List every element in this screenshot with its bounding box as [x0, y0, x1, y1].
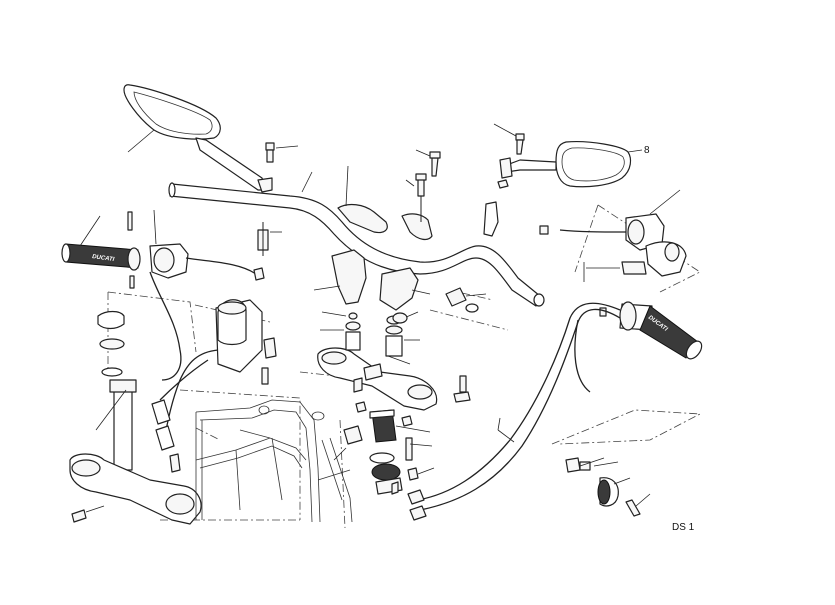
right-mirror: 8	[499, 141, 650, 188]
ignition-lock	[151, 299, 277, 473]
throttle-cables	[407, 302, 621, 521]
centre-small-parts	[257, 222, 282, 256]
handlebar-lower-clamps	[313, 249, 431, 311]
left-switch-unit	[127, 209, 265, 289]
handlebar	[168, 171, 545, 307]
lower-stem-parts	[333, 401, 435, 495]
left-mirror	[123, 84, 273, 193]
top-triple-clamp	[317, 311, 471, 411]
figure-code: DS 1	[672, 522, 695, 533]
right-switch-unit	[539, 189, 687, 282]
left-grip: DUCATI	[61, 215, 141, 271]
right-grip: DUCATI	[599, 301, 703, 360]
grip-brand-left: DUCATI	[92, 254, 115, 263]
steering-stem	[69, 310, 202, 525]
callout-mirror-right: 8	[644, 145, 650, 156]
alignment-lines	[107, 204, 702, 529]
right-small-parts	[392, 287, 487, 324]
mirror-bolts	[265, 123, 525, 237]
handlebar-upper-clamps	[337, 149, 441, 241]
frame	[195, 399, 353, 523]
left-switch-cable	[149, 271, 182, 381]
bar-end-weight	[565, 457, 651, 517]
